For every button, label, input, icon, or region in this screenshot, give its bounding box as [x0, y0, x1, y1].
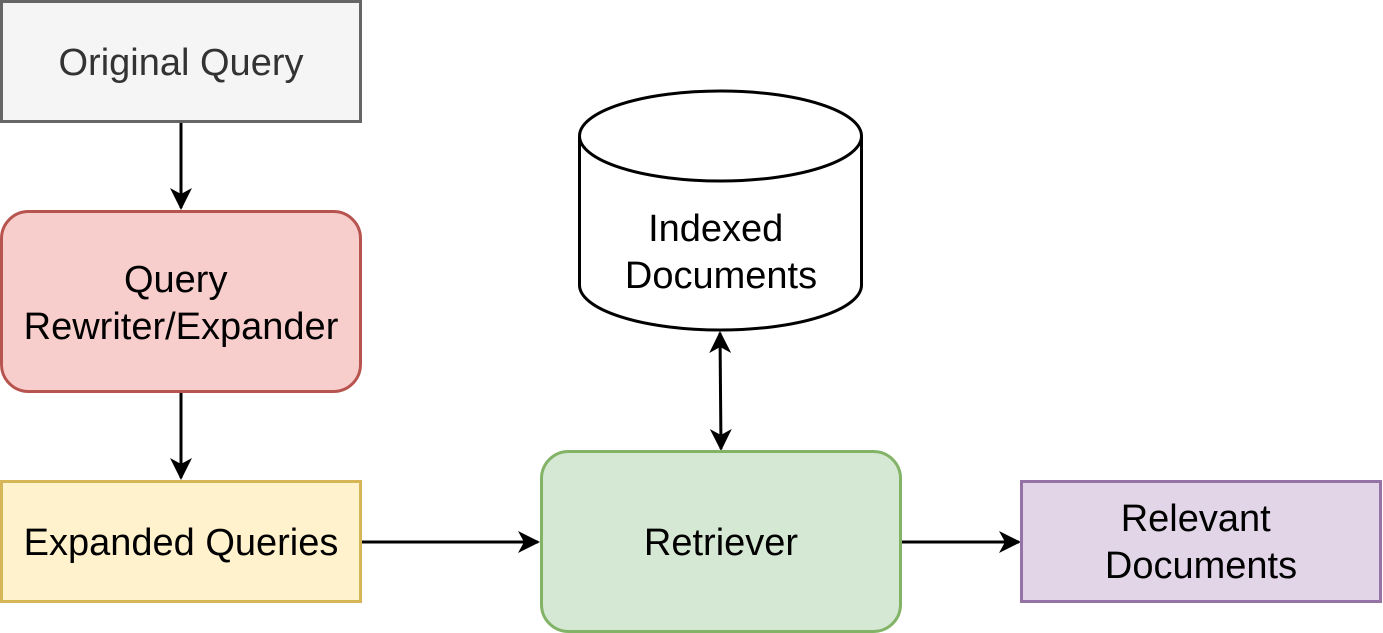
expanded-queries-label-line-1: Expanded Queries [24, 522, 339, 564]
edge-indexed-retriever-bidirectional [709, 331, 732, 451]
retriever-label: Retriever [644, 522, 798, 564]
indexed-documents-label-line-1: Indexed [648, 208, 783, 250]
relevant-documents-label-line-1: Relevant [1121, 498, 1271, 540]
indexed-documents-label: Indexed Documents [625, 208, 817, 297]
query-rewriter-label-line-1: Query [124, 259, 227, 301]
relevant-documents-label: Relevant Documents [1105, 498, 1297, 587]
retriever-label-line-1: Retriever [644, 522, 798, 564]
expanded-queries-label: Expanded Queries [24, 522, 339, 564]
query-rewriter-box [0, 210, 362, 393]
indexed-documents-node: Indexed Documents [578, 89, 863, 332]
expanded-queries-box [0, 480, 362, 603]
indexed-documents-label-line-2: Documents [625, 255, 817, 297]
edges [170, 122, 1021, 553]
database-cylinder-rim [578, 135, 863, 183]
original-query-node: Original Query [0, 0, 362, 123]
relevant-documents-label-line-2: Documents [1105, 545, 1297, 587]
expanded-queries-node: Expanded Queries [0, 480, 362, 603]
retriever-node: Retriever [540, 450, 902, 633]
retriever-box [540, 450, 902, 633]
original-query-label: Original Query [59, 42, 304, 84]
relevant-documents-node: Relevant Documents [1020, 480, 1382, 603]
query-rewriter-node: Query Rewriter/Expander [0, 210, 362, 393]
query-rewriter-label-line-2: Rewriter/Expander [24, 306, 339, 348]
database-cylinder-icon [578, 89, 863, 332]
relevant-documents-box [1020, 480, 1382, 603]
original-query-label-line-1: Original Query [59, 42, 304, 84]
original-query-box [0, 0, 362, 123]
query-rewriter-label: Query Rewriter/Expander [24, 259, 339, 348]
